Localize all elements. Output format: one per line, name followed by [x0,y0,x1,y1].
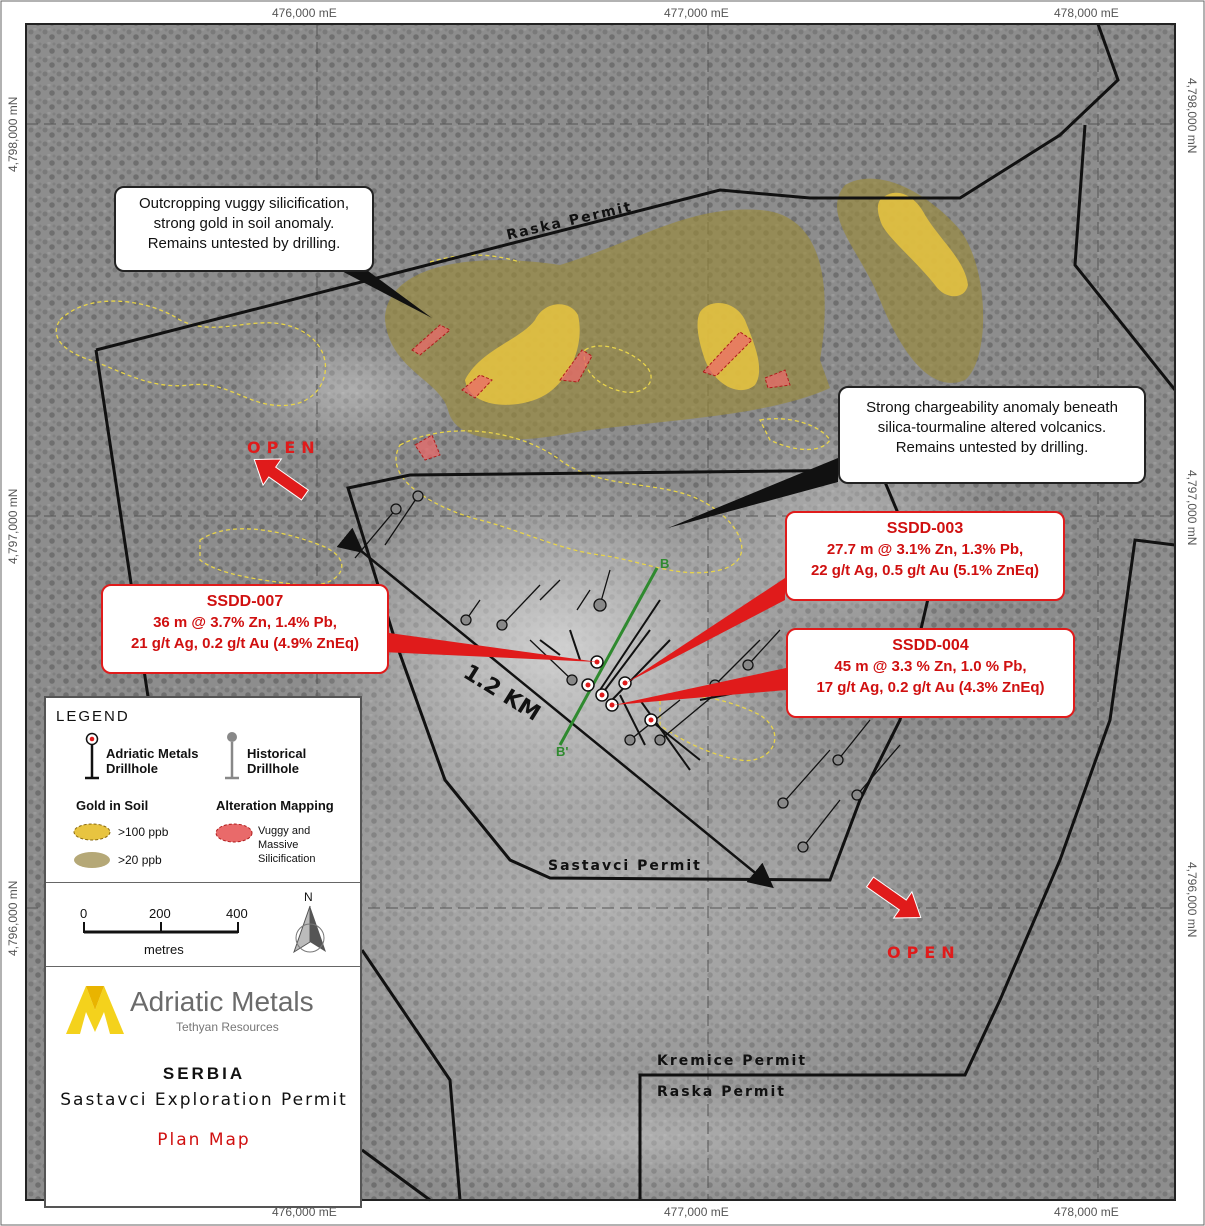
scale-unit: metres [144,942,184,957]
section-label-b-prime: B' [556,744,569,759]
historical-drillhole [654,734,666,746]
easting-label: 478,000 mE [1054,1205,1119,1219]
scale-tick-200: 200 [149,906,171,921]
raska-permit-boundary [95,23,1120,352]
historical-drillhole [624,734,636,746]
alteration-zone [702,331,753,377]
open-arrow-nw [253,458,310,501]
historical-drillhole [496,619,508,631]
historical-drillhole-icon [225,732,239,780]
open-label-nw: OPEN [247,438,321,457]
historical-drillhole [851,789,863,801]
easting-label: 477,000 mE [664,1205,729,1219]
legend-gold-high-label: >100 ppb [118,825,169,839]
scale-bar [83,922,239,934]
historical-drillhole [593,598,607,612]
kremice-permit-label: Kremice Permit [657,1053,808,1069]
sastavci-permit-label: Sastavci Permit [548,858,702,874]
permit-boundary-sw-2 [361,1148,431,1202]
northing-label: 4,798,000 mN [1185,78,1199,154]
alteration-zone [461,374,493,399]
historical-drillhole [797,841,809,853]
easting-label: 478,000 mE [1054,6,1119,20]
historical-drillhole [390,503,402,515]
gold-low-swatch [74,852,110,868]
chargeability-callout: Strong chargeability anomaly beneath sil… [838,386,1146,484]
alteration-zone [764,369,791,389]
easting-label: 477,000 mE [664,6,729,20]
company-logo-icon [66,986,124,1034]
result-pointer [614,668,786,705]
northing-label: 4,797,000 mN [1185,470,1199,546]
alteration-zone [559,349,593,383]
north-arrow-icon [293,905,326,954]
permit-boundary-east [1073,124,1177,391]
gold-soil-low-anomaly-ne [837,178,984,383]
legend-divider [46,966,360,967]
permit-boundary-sw [360,949,462,1201]
northing-label: 4,797,000 mN [6,488,20,564]
company-subname: Tethyan Resources [176,1020,279,1034]
adriatic-drillhole-icon [85,732,99,780]
historical-drillhole [742,659,754,671]
historical-drillhole [832,754,844,766]
easting-label: 476,000 mE [272,1205,337,1219]
legend-gold-low-label: >20 ppb [118,853,162,867]
north-label: N [304,890,313,904]
scale-tick-0: 0 [80,906,88,921]
open-label-se: OPEN [887,943,961,962]
drill-result-ssdd-003: SSDD-003 27.7 m @ 3.1% Zn, 1.3% Pb, 22 g… [785,511,1065,601]
drill-result-ssdd-007: SSDD-007 36 m @ 3.7% Zn, 1.4% Pb, 21 g/t… [101,584,389,674]
alteration-swatch [215,823,253,843]
legend-divider [46,882,360,883]
scale-tick-400: 400 [226,906,248,921]
permit-title: Sastavci Exploration Permit [60,1090,348,1110]
historical-drillhole [460,614,472,626]
alteration-zone [411,324,451,356]
open-arrow-se [865,876,922,919]
legend-alteration-label: Vuggy and Massive Silicification [258,825,316,865]
legend-panel: LEGEND Adriatic Metals Drillhole Histori… [44,696,362,1208]
legend-alteration-heading: Alteration Mapping [216,798,334,813]
northing-label: 4,796,000 mN [1185,862,1199,938]
result-pointer [626,578,785,683]
vuggy-callout: Outcropping vuggy silicification, strong… [114,186,374,272]
section-label-b: B [660,556,670,571]
legend-adriatic-label: Adriatic Metals Drillhole [106,746,199,776]
gold-high-swatch [73,823,111,841]
permit-boundary-se [638,538,1176,1200]
company-name: Adriatic Metals [130,986,314,1017]
legend-title: LEGEND [56,708,130,725]
raska-permit-label-south: Raska Permit [657,1084,786,1100]
historical-drillhole [566,674,578,686]
northing-label: 4,796,000 mN [6,880,20,956]
easting-label: 476,000 mE [272,6,337,20]
legend-gold-heading: Gold in Soil [76,798,149,813]
drill-result-ssdd-004: SSDD-004 45 m @ 3.3 % Zn, 1.0 % Pb, 17 g… [786,628,1075,718]
gold-soil-high-anomaly-3 [877,192,968,297]
distance-arrow [336,527,774,889]
callout-pointer [330,265,432,318]
historical-drillhole [777,797,789,809]
result-pointer [382,632,598,662]
map-type-title: Plan Map [157,1130,251,1150]
country-title: SERBIA [162,1064,246,1083]
section-line [558,567,659,746]
alteration-zone [414,434,441,461]
gold-soil-high-anomaly [465,304,580,405]
northing-label: 4,798,000 mN [6,96,20,172]
legend-historical-label: Historical Drillhole [247,746,307,776]
historical-drillhole [412,490,424,502]
callout-pointer [668,458,838,528]
